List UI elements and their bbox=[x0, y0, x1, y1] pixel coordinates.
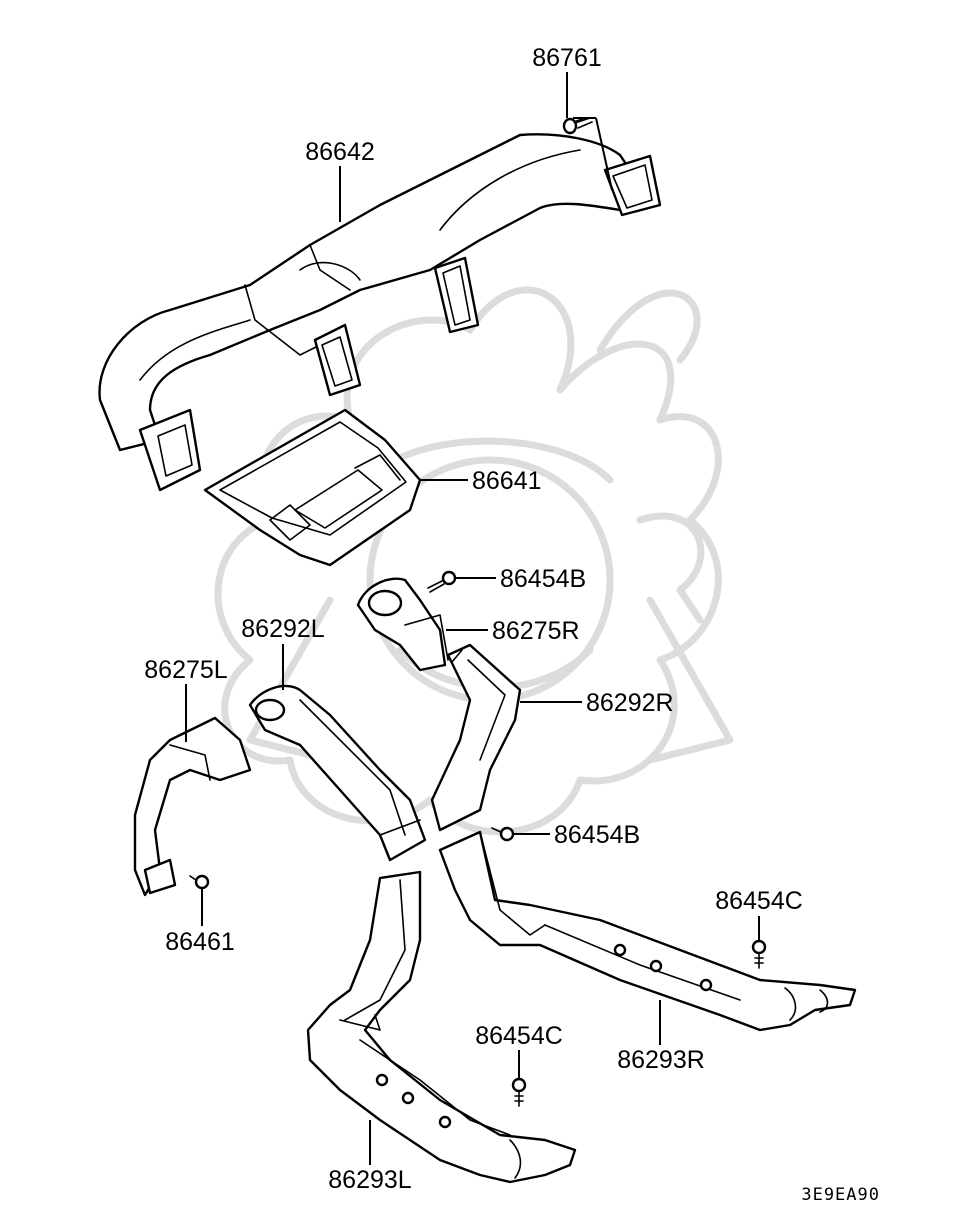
label-86761: 86761 bbox=[532, 44, 602, 72]
label-86454b-top: 86454B bbox=[500, 565, 586, 593]
label-86461: 86461 bbox=[165, 928, 235, 956]
screw-86454c-left bbox=[511, 1077, 527, 1107]
screw-86454b-mid bbox=[491, 826, 515, 842]
part-86292l-duct bbox=[248, 684, 427, 862]
label-86293r: 86293R bbox=[617, 1046, 705, 1074]
label-86293l: 86293L bbox=[328, 1166, 412, 1194]
part-86293l-duct bbox=[306, 870, 577, 1184]
part-86641-tray bbox=[203, 408, 422, 567]
label-86454c-left: 86454C bbox=[475, 1022, 563, 1050]
part-86293r-duct bbox=[438, 830, 857, 1032]
part-86275l-elbow bbox=[133, 716, 252, 897]
screw-86454c-right bbox=[751, 939, 767, 969]
part-86642-upper-duct bbox=[98, 133, 662, 492]
part-86275r-elbow bbox=[356, 577, 449, 672]
label-86275l: 86275L bbox=[144, 656, 228, 684]
diagram-code: 3E9EA90 bbox=[801, 1185, 880, 1205]
part-86292r-duct bbox=[430, 643, 522, 832]
label-86454c-right: 86454C bbox=[715, 887, 803, 915]
label-86292r: 86292R bbox=[586, 689, 674, 717]
label-86642: 86642 bbox=[305, 138, 375, 166]
label-86275r: 86275R bbox=[492, 617, 580, 645]
label-86454b-mid: 86454B bbox=[554, 821, 640, 849]
screw-86454b-top bbox=[427, 570, 457, 593]
screw-86761 bbox=[562, 117, 593, 135]
label-86641: 86641 bbox=[472, 467, 542, 495]
label-86292l: 86292L bbox=[241, 615, 325, 643]
clip-86461 bbox=[189, 874, 210, 890]
leader-lines bbox=[185, 72, 760, 1165]
